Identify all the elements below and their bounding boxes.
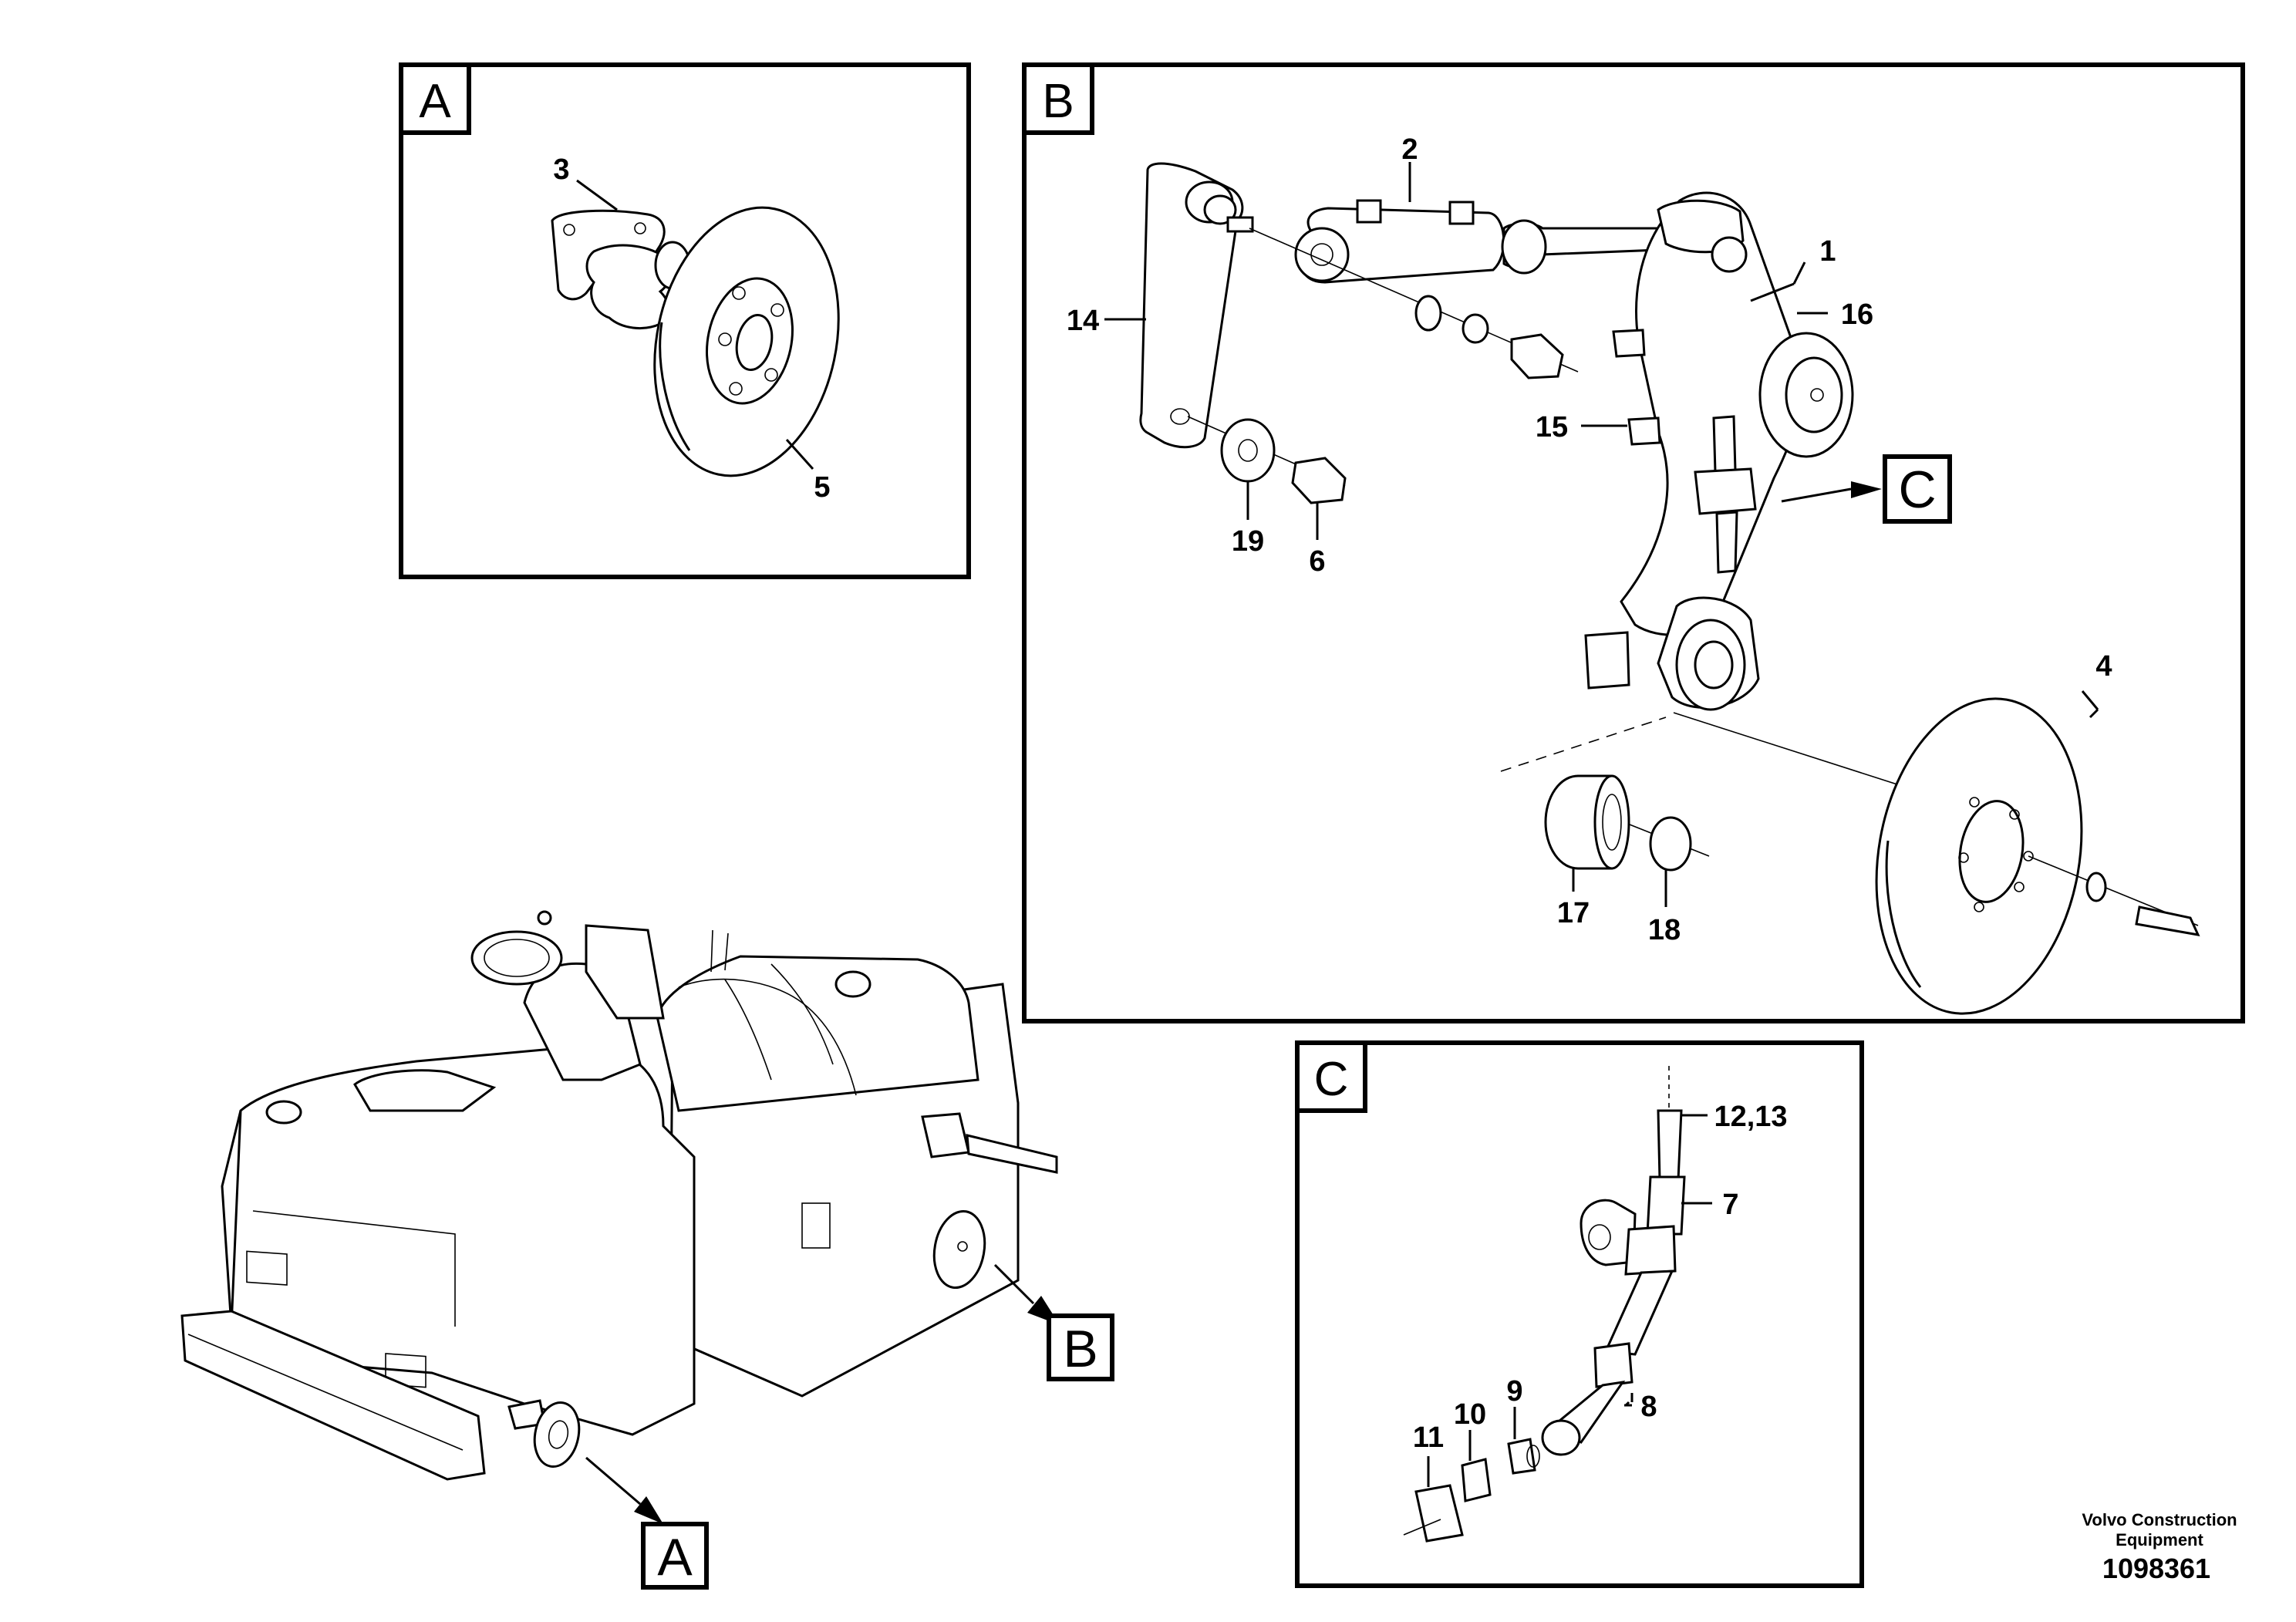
part-label-16: 16 xyxy=(1841,298,1873,331)
bolt-small xyxy=(2135,905,2200,936)
nut xyxy=(1462,313,1489,344)
detail-view-b-tag: B xyxy=(1042,75,1074,128)
detail-view-c-tag: C xyxy=(1314,1053,1349,1106)
part-label-2: 2 xyxy=(1401,133,1418,166)
washer-part-10 xyxy=(1461,1458,1492,1502)
detail-view-a-tag: A xyxy=(419,75,451,128)
part-label-4: 4 xyxy=(2095,650,2112,683)
part-label-7: 7 xyxy=(1722,1189,1738,1221)
machine-overview: A B xyxy=(180,910,1114,1590)
company-name-line1: Volvo Construction xyxy=(2082,1510,2237,1529)
callout-b-tag[interactable]: B xyxy=(1063,1320,1097,1378)
part-label-6: 6 xyxy=(1309,545,1325,578)
bolt-part-6 xyxy=(1291,457,1347,504)
bearing-part-17 xyxy=(1544,774,1630,870)
fitting-part-8 xyxy=(1541,1342,1633,1456)
bolt xyxy=(1510,333,1564,379)
seal-ring xyxy=(1414,295,1442,332)
part-label-5: 5 xyxy=(814,471,830,504)
part-label-18: 18 xyxy=(1648,914,1681,946)
part-label-11: 11 xyxy=(1413,1421,1444,1454)
sensor xyxy=(1694,415,1757,574)
company-name-line2: Equipment xyxy=(2116,1530,2203,1549)
washer-part-19 xyxy=(1220,418,1276,483)
nut-part-9 xyxy=(1507,1438,1540,1475)
detail-view-a: A 3 5 xyxy=(399,62,971,579)
detail-view-c: C 12,13 7 xyxy=(1295,1040,1864,1588)
lever-arm-part-14 xyxy=(1139,162,1254,449)
engine-compartment xyxy=(656,955,979,1112)
arm-part-1 xyxy=(1584,191,1854,711)
part-label-1: 1 xyxy=(1819,235,1836,268)
part-label-8: 8 xyxy=(1640,1391,1657,1423)
cylinder-part-2 xyxy=(1294,199,1660,284)
disc-part-4 xyxy=(1875,697,2083,1015)
part-label-3: 3 xyxy=(553,153,569,186)
part-label-17: 17 xyxy=(1557,897,1590,929)
washer xyxy=(2085,872,2107,902)
part-label-10: 10 xyxy=(1454,1398,1486,1431)
ring-part-18 xyxy=(1649,816,1692,872)
part-label-19: 19 xyxy=(1232,525,1264,558)
drawing-number: 1098361 xyxy=(2102,1553,2210,1584)
hose-part-7 xyxy=(1580,1109,1686,1356)
callout-a-tag[interactable]: A xyxy=(657,1528,693,1587)
detail-view-b: B xyxy=(1022,62,2245,1023)
part-label-15: 15 xyxy=(1536,411,1568,443)
part-label-12-13: 12,13 xyxy=(1714,1101,1787,1133)
part-label-14: 14 xyxy=(1067,305,1099,337)
drawing-footer: Volvo Construction Equipment 1098361 xyxy=(2082,1510,2237,1584)
callout-c-tag[interactable]: C xyxy=(1898,460,1936,519)
nut-part-11 xyxy=(1403,1484,1464,1543)
brake-disc-part-5 xyxy=(653,206,840,477)
front-wheel-assembly xyxy=(507,1399,581,1468)
rear-wheel-assembly xyxy=(921,1112,1058,1290)
part-label-9: 9 xyxy=(1506,1375,1522,1408)
